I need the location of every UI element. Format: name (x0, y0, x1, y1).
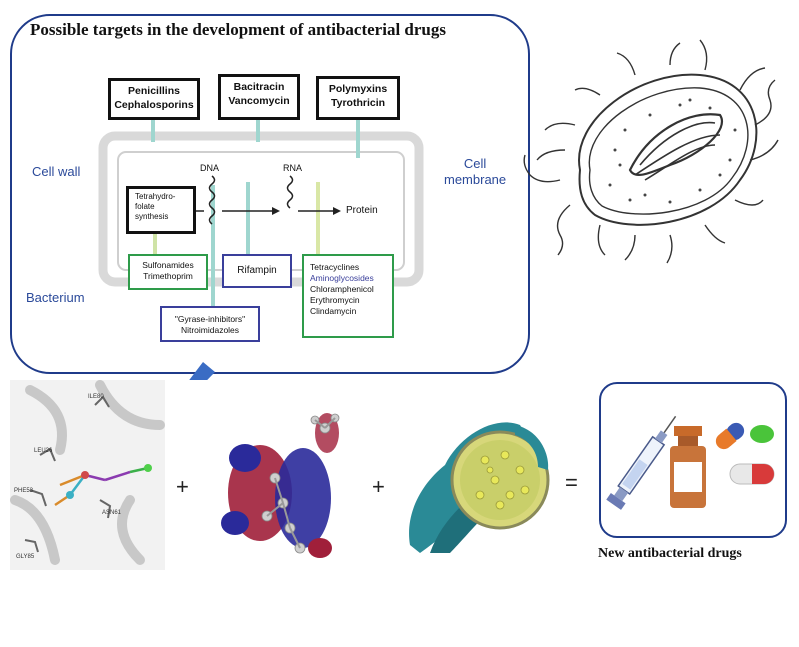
capsule-icon (715, 422, 745, 450)
box-ribosome-inhibitors: Tetracyclines Aminoglycosides Chloramphe… (302, 254, 394, 338)
box-polymyxins: Polymyxins Tyrothricin (316, 76, 400, 120)
box-penicillins: Penicillins Cephalosporins (108, 78, 200, 120)
plus-operator-2: + (372, 474, 385, 499)
label-cell-wall: Cell wall (32, 164, 81, 179)
residue-label: ASN61 (102, 510, 122, 516)
vial-icon (670, 426, 706, 508)
residue-label: PHE53 (14, 488, 34, 494)
residue-label: GLY85 (16, 554, 35, 560)
green-pill-icon (750, 425, 774, 443)
equals-operator: = (565, 470, 578, 495)
residue-label: LEU26 (34, 448, 53, 454)
box-rifampin: Rifampin (222, 254, 292, 288)
orbital-image (221, 413, 340, 558)
plus-operator-1: + (176, 474, 189, 499)
arrow-dna-rna (272, 207, 280, 215)
label-protein: Protein (346, 205, 378, 216)
box-gyrase: "Gyrase-inhibitors" Nitroimidazoles (160, 306, 260, 342)
label-cell-membrane: Cell membrane (444, 156, 507, 187)
bacterium-sketch-icon (523, 39, 779, 264)
panel-title: Possible targets in the development of a… (30, 20, 446, 39)
red-capsule-icon (729, 463, 775, 485)
dna-strand (208, 175, 216, 225)
cell-schematic (98, 120, 424, 380)
box-bacitracin: Bacitracin Vancomycin (218, 74, 300, 120)
label-bacterium: Bacterium (26, 290, 85, 305)
residue-label: ILE80 (88, 394, 104, 400)
pointer-arrow-icon (189, 362, 215, 380)
box-thf-synthesis: Tetrahydro- folate synthesis (126, 186, 196, 234)
arrow-rna-protein (333, 207, 341, 215)
result-caption: New antibacterial drugs (598, 546, 742, 561)
label-rna: RNA (283, 163, 303, 173)
rna-strand (286, 175, 294, 209)
petri-dish-image (409, 422, 550, 553)
syringe-icon (606, 415, 677, 510)
docking-image: ILE80 LEU26 PHE53 ASN61 GLY85 (10, 380, 165, 570)
drugs-icons (606, 415, 775, 510)
label-dna: DNA (200, 163, 220, 173)
box-sulfonamides: Sulfonamides Trimethoprim (128, 254, 208, 290)
